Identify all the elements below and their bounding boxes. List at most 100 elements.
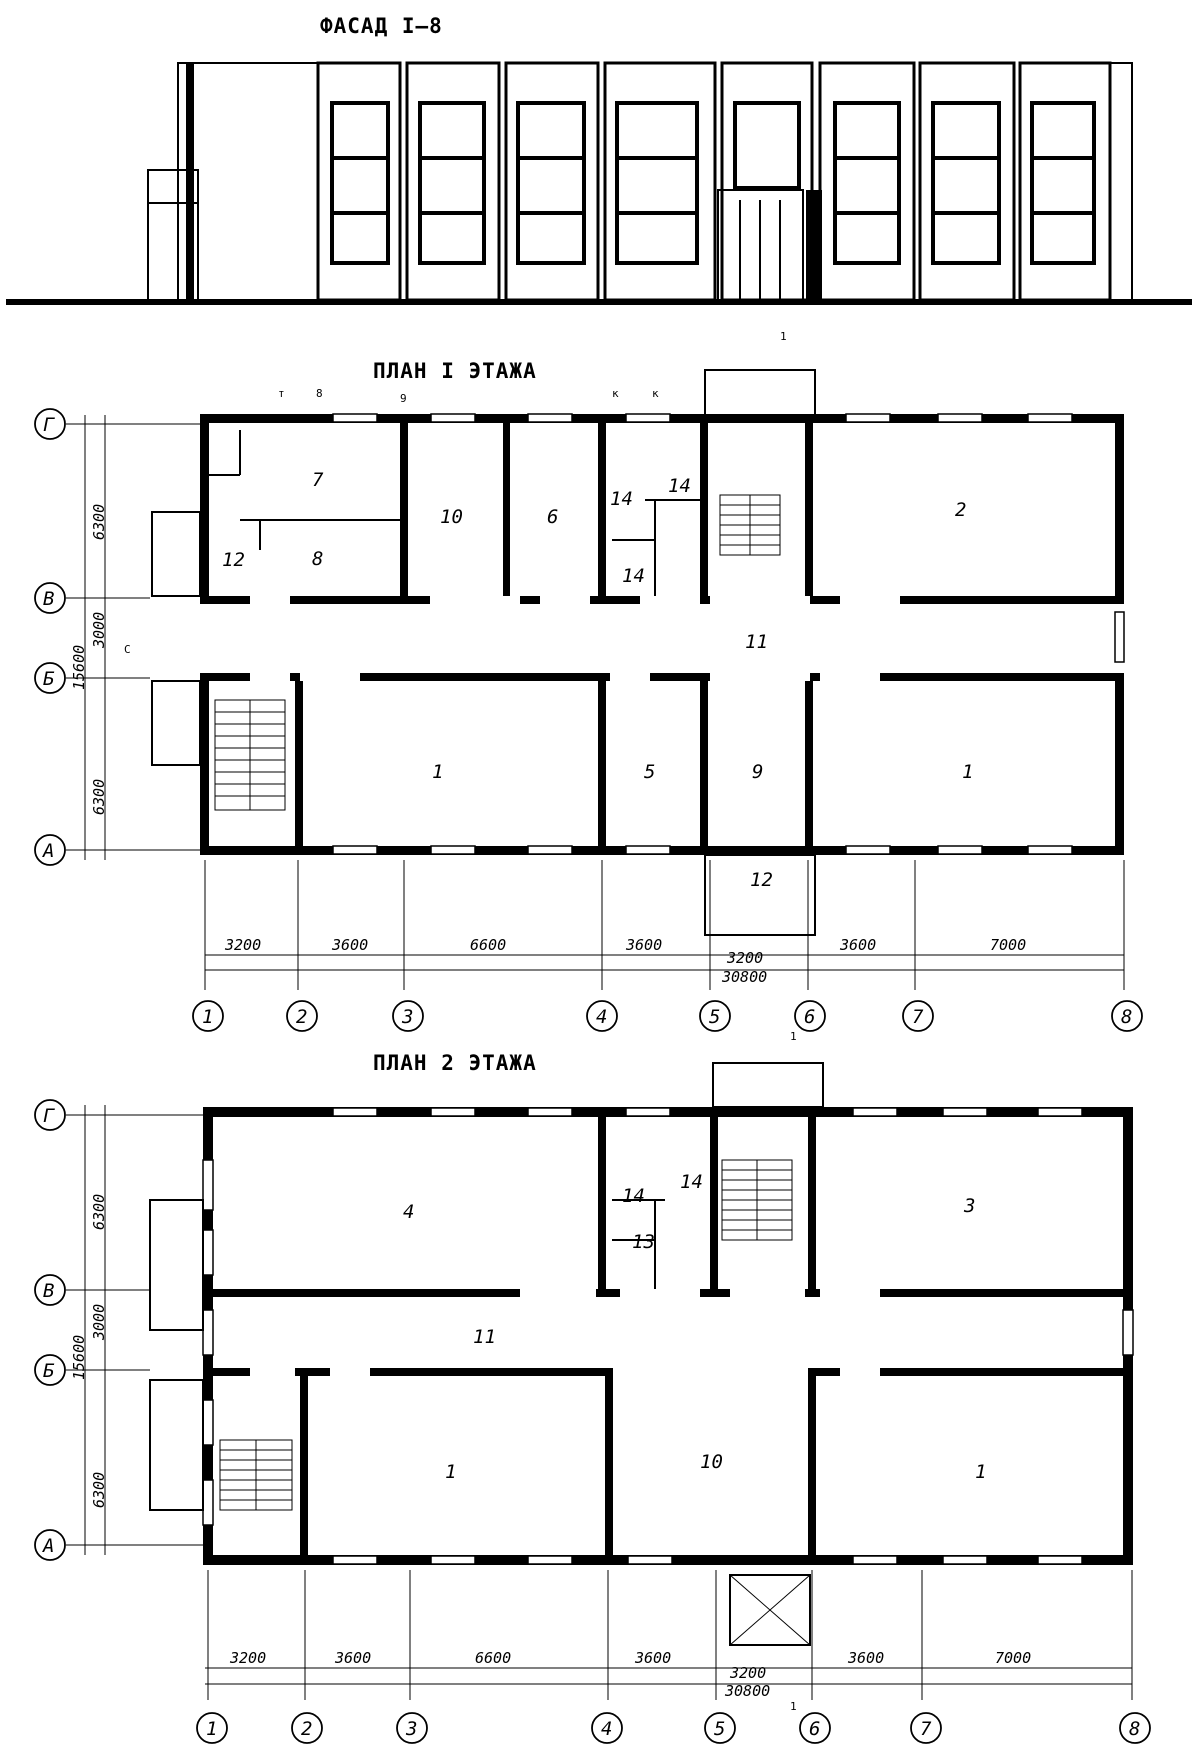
axis2-6: 6 — [809, 1718, 820, 1740]
dim-5-6: 3200 — [726, 949, 763, 967]
section-mark-3: 1 — [790, 1700, 797, 1713]
plan1-walls — [200, 414, 1124, 855]
room2-11: 11 — [473, 1326, 496, 1348]
plan2-north-canopy — [712, 1062, 824, 1108]
plan1-dim-vtotal: 15600 — [70, 645, 88, 690]
plan2-axis-letters: Г В Б А — [42, 1105, 55, 1557]
room-12-west: 12 — [222, 549, 245, 571]
plan2-dim-vtotal: 15600 — [70, 1335, 88, 1380]
axis1-3: 3 — [401, 1006, 413, 1028]
room-2: 2 — [955, 499, 966, 521]
facade-bays — [316, 61, 1112, 302]
mark-9: 9 — [400, 392, 407, 405]
axis1-2: 2 — [296, 1006, 307, 1028]
plan1-stair-main — [719, 494, 781, 556]
axis2-7: 7 — [920, 1718, 932, 1740]
facade-elevation: ФАСАД I–8 — [6, 14, 1192, 305]
plan2-axis-b: Б — [43, 1360, 55, 1382]
plan1-axis-v: В — [43, 588, 54, 610]
plan2-dim-v1: 6300 — [90, 1194, 108, 1230]
axis1-4: 4 — [596, 1006, 607, 1028]
room-14-a: 14 — [610, 488, 633, 510]
room-14-b: 14 — [668, 475, 691, 497]
facade-left-annex — [147, 169, 199, 301]
dim2-2-3: 3600 — [334, 1649, 371, 1667]
section-mark-2: 1 — [790, 1030, 797, 1043]
plan2-windows — [202, 1107, 1134, 1565]
room-1-west: 1 — [432, 761, 443, 783]
room2-10: 10 — [700, 1451, 723, 1473]
plan1-axis-numbers: 1 2 3 4 5 6 7 8 — [202, 1006, 1132, 1028]
plan1-windows — [332, 413, 1125, 855]
room2-14-b: 14 — [680, 1171, 703, 1193]
dim-total: 30800 — [721, 968, 767, 986]
plan2-dim-chain: 3200 3600 6600 3600 3200 3600 7000 30800 — [229, 1649, 1031, 1700]
room-1-east: 1 — [962, 761, 973, 783]
plan1-stair-side — [214, 699, 286, 811]
mark-t: т — [278, 387, 285, 400]
room2-1-west: 1 — [445, 1461, 456, 1483]
dim-6-7: 3600 — [839, 936, 876, 954]
dim2-4-5: 3600 — [634, 1649, 671, 1667]
plan1-dim-chain: 3200 3600 6600 3600 3200 3600 7000 30800 — [224, 936, 1026, 986]
mark-8: 8 — [316, 387, 323, 400]
plan2-dim-v2: 3000 — [90, 1304, 108, 1341]
plan1-room-labels: 7 8 12 10 6 14 14 14 2 11 1 5 9 1 12 — [222, 469, 973, 891]
axis1-8: 8 — [1121, 1006, 1132, 1028]
plan2-dim-v3: 6300 — [90, 1472, 108, 1508]
room-9: 9 — [752, 761, 763, 783]
plan2-axis-v: В — [43, 1280, 54, 1302]
dim-4-5: 3600 — [625, 936, 662, 954]
plan1-dim-v1: 6300 — [90, 504, 108, 540]
room-12-south: 12 — [750, 869, 773, 891]
plan1-west-porch-south — [151, 680, 201, 766]
room-7: 7 — [312, 469, 324, 491]
plan2-west-canopy-b — [149, 1379, 204, 1511]
plan2-title: ПЛАН 2 ЭТАЖА — [373, 1051, 537, 1075]
axis2-3: 3 — [405, 1718, 417, 1740]
room-11: 11 — [745, 631, 768, 653]
axis2-8: 8 — [1129, 1718, 1140, 1740]
facade-windows — [330, 101, 1096, 265]
plan2-west-canopy-a — [149, 1199, 204, 1331]
dim2-5-6: 3200 — [729, 1664, 766, 1682]
axis2-4: 4 — [601, 1718, 612, 1740]
mark-k-1: к — [612, 387, 619, 400]
plan1-dim-v3: 6300 — [90, 779, 108, 815]
axis2-5: 5 — [714, 1718, 725, 1740]
plan1-axis-g: Г — [43, 414, 55, 436]
plan1-axis-letters — [34, 408, 66, 866]
room2-14-a: 14 — [622, 1185, 645, 1207]
axis2-1: 1 — [206, 1718, 217, 1740]
room-14-c: 14 — [622, 565, 645, 587]
axis1-7: 7 — [912, 1006, 924, 1028]
facade-entrance — [717, 189, 822, 301]
axis1-6: 6 — [804, 1006, 815, 1028]
plan-floor-1: ПЛАН I ЭТАЖА Г В Б А 6300 3000 6300 1560… — [34, 330, 1143, 1032]
plan1-axis-b: Б — [43, 668, 55, 690]
room2-4: 4 — [403, 1201, 414, 1223]
plan2-axis-numbers: 1 2 3 4 5 6 7 8 — [206, 1718, 1140, 1740]
plan2-axis-g: Г — [43, 1105, 55, 1127]
mark-c: С — [124, 643, 131, 656]
axis2-2: 2 — [301, 1718, 312, 1740]
room-8: 8 — [312, 548, 323, 570]
plan1-north-porch — [704, 369, 816, 417]
plan2-walls — [203, 1107, 1133, 1565]
plan2-stair-main — [721, 1159, 793, 1241]
ground-line — [6, 299, 1192, 305]
plan2-axis-a: А — [42, 1535, 54, 1557]
dim-1-2: 3200 — [224, 936, 261, 954]
plan2-stair-side — [219, 1439, 293, 1511]
plan1-dim-v2: 3000 — [90, 612, 108, 649]
dim2-3-4: 6600 — [475, 1649, 511, 1667]
room2-3: 3 — [963, 1195, 975, 1217]
mark-k-2: к — [652, 387, 659, 400]
plan-floor-2: ПЛАН 2 ЭТАЖА Г В Б А 6300 3000 6300 1560… — [34, 1030, 1151, 1744]
section-mark-1: 1 — [780, 330, 787, 343]
room-10: 10 — [440, 506, 463, 528]
room2-1-east: 1 — [975, 1461, 986, 1483]
dim2-6-7: 3600 — [847, 1649, 884, 1667]
plan1-axis-a: А — [42, 840, 54, 862]
